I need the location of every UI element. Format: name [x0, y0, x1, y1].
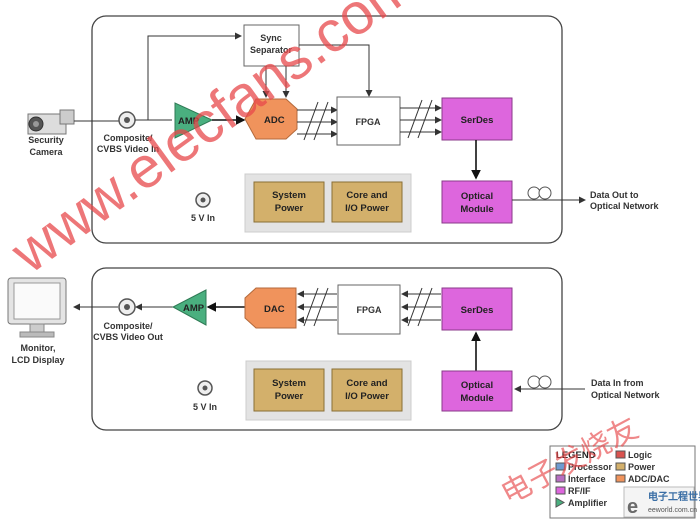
legend-rf: RF/IF — [568, 486, 591, 496]
security-camera-icon — [27, 109, 75, 135]
legend-power: Power — [628, 462, 656, 472]
optical-rx-line1: Optical — [461, 380, 493, 391]
legend-title: LEGEND — [556, 450, 596, 461]
data-out-label-line2: Optical Network — [590, 201, 660, 211]
optical-module-block-rx — [441, 370, 513, 412]
serdes-block-rx — [441, 287, 513, 331]
fpga-label: FPGA — [355, 117, 381, 127]
amp-label: AMP — [178, 116, 200, 127]
monitor-label-line2: LCD Display — [11, 355, 64, 365]
legend-interface: Interface — [568, 474, 606, 484]
core-power-line2: I/O Power — [345, 203, 389, 214]
power-in-connector-icon-rx — [197, 380, 213, 396]
system-power-rx-line1: System — [272, 378, 306, 389]
monitor-label-line1: Monitor, — [21, 343, 56, 353]
legend-swatch-amplifier — [555, 497, 566, 508]
legend-adcdac: ADC/DAC — [628, 474, 670, 484]
data-in-label-line2: Optical Network — [591, 390, 661, 400]
legend-swatch-processor — [555, 462, 566, 471]
fiber-coil-icon — [527, 186, 552, 200]
fpga-block — [336, 96, 401, 146]
dac-block — [244, 287, 297, 329]
legend-swatch-interface — [555, 474, 566, 483]
core-io-power-block — [331, 181, 403, 223]
video-in-label-line2: CVBS Video In — [97, 144, 159, 154]
legend-processor: Processor — [568, 462, 613, 472]
optical-module-block — [441, 180, 513, 224]
core-io-power-block-rx — [331, 368, 403, 412]
legend-swatch-logic — [615, 450, 626, 459]
legend-swatch-rf — [555, 486, 566, 495]
adc-label: ADC — [264, 115, 285, 126]
serdes-label: SerDes — [461, 115, 494, 126]
amp-block-rx — [171, 289, 207, 326]
camera-label-line2: Camera — [29, 147, 63, 157]
legend-swatch-adcdac — [615, 474, 626, 483]
video-out-label-line2: CVBS Video Out — [93, 332, 163, 342]
data-out-label-line1: Data Out to — [590, 190, 639, 200]
serdes-label-rx: SerDes — [461, 305, 494, 316]
sync-label-line1: Sync — [260, 33, 282, 43]
dac-label: DAC — [264, 304, 285, 315]
sync-label-line2: Separator — [250, 45, 293, 55]
amp-label-rx: AMP — [183, 303, 205, 314]
optical-rx-line2: Module — [460, 393, 493, 404]
video-in-connector-icon — [118, 111, 136, 129]
legend-logic: Logic — [628, 450, 652, 460]
monitor-icon — [7, 277, 67, 338]
amp-block — [174, 102, 214, 139]
fpga-label-rx: FPGA — [356, 305, 382, 315]
video-in-label-line1: Composite/ — [103, 133, 153, 143]
logo-url-text: eeworld.com.cn — [648, 507, 697, 514]
power-in-label-rx: 5 V In — [193, 402, 217, 412]
core-power-rx-line2: I/O Power — [345, 391, 389, 402]
fiber-coil-icon-rx — [527, 375, 552, 389]
camera-label-line1: Security — [28, 135, 64, 145]
adc-block — [244, 98, 298, 140]
fpga-block-rx — [337, 284, 401, 335]
data-in-label-line1: Data In from — [591, 378, 644, 388]
system-power-block — [253, 181, 325, 223]
optical-label-line1: Optical — [461, 191, 493, 202]
core-power-line1: Core and — [346, 190, 387, 201]
eeworld-logo: 电子工程世界 eeworld.com.cn e — [623, 486, 700, 518]
legend-swatch-power — [615, 462, 626, 471]
core-power-rx-line1: Core and — [346, 378, 387, 389]
logo-cn-text: 电子工程世界 — [648, 490, 700, 503]
legend-amplifier: Amplifier — [568, 498, 608, 508]
system-power-block-rx — [253, 368, 325, 412]
power-in-label: 5 V In — [191, 213, 215, 223]
optical-label-line2: Module — [460, 204, 493, 215]
system-power-rx-line2: Power — [275, 391, 304, 402]
svg-text:e: e — [627, 496, 638, 518]
video-out-connector-icon — [118, 298, 136, 316]
serdes-block — [441, 97, 513, 141]
system-power-line1: System — [272, 190, 306, 201]
power-in-connector-icon — [195, 192, 211, 208]
video-out-label-line1: Composite/ — [103, 321, 153, 331]
system-power-line2: Power — [275, 203, 304, 214]
